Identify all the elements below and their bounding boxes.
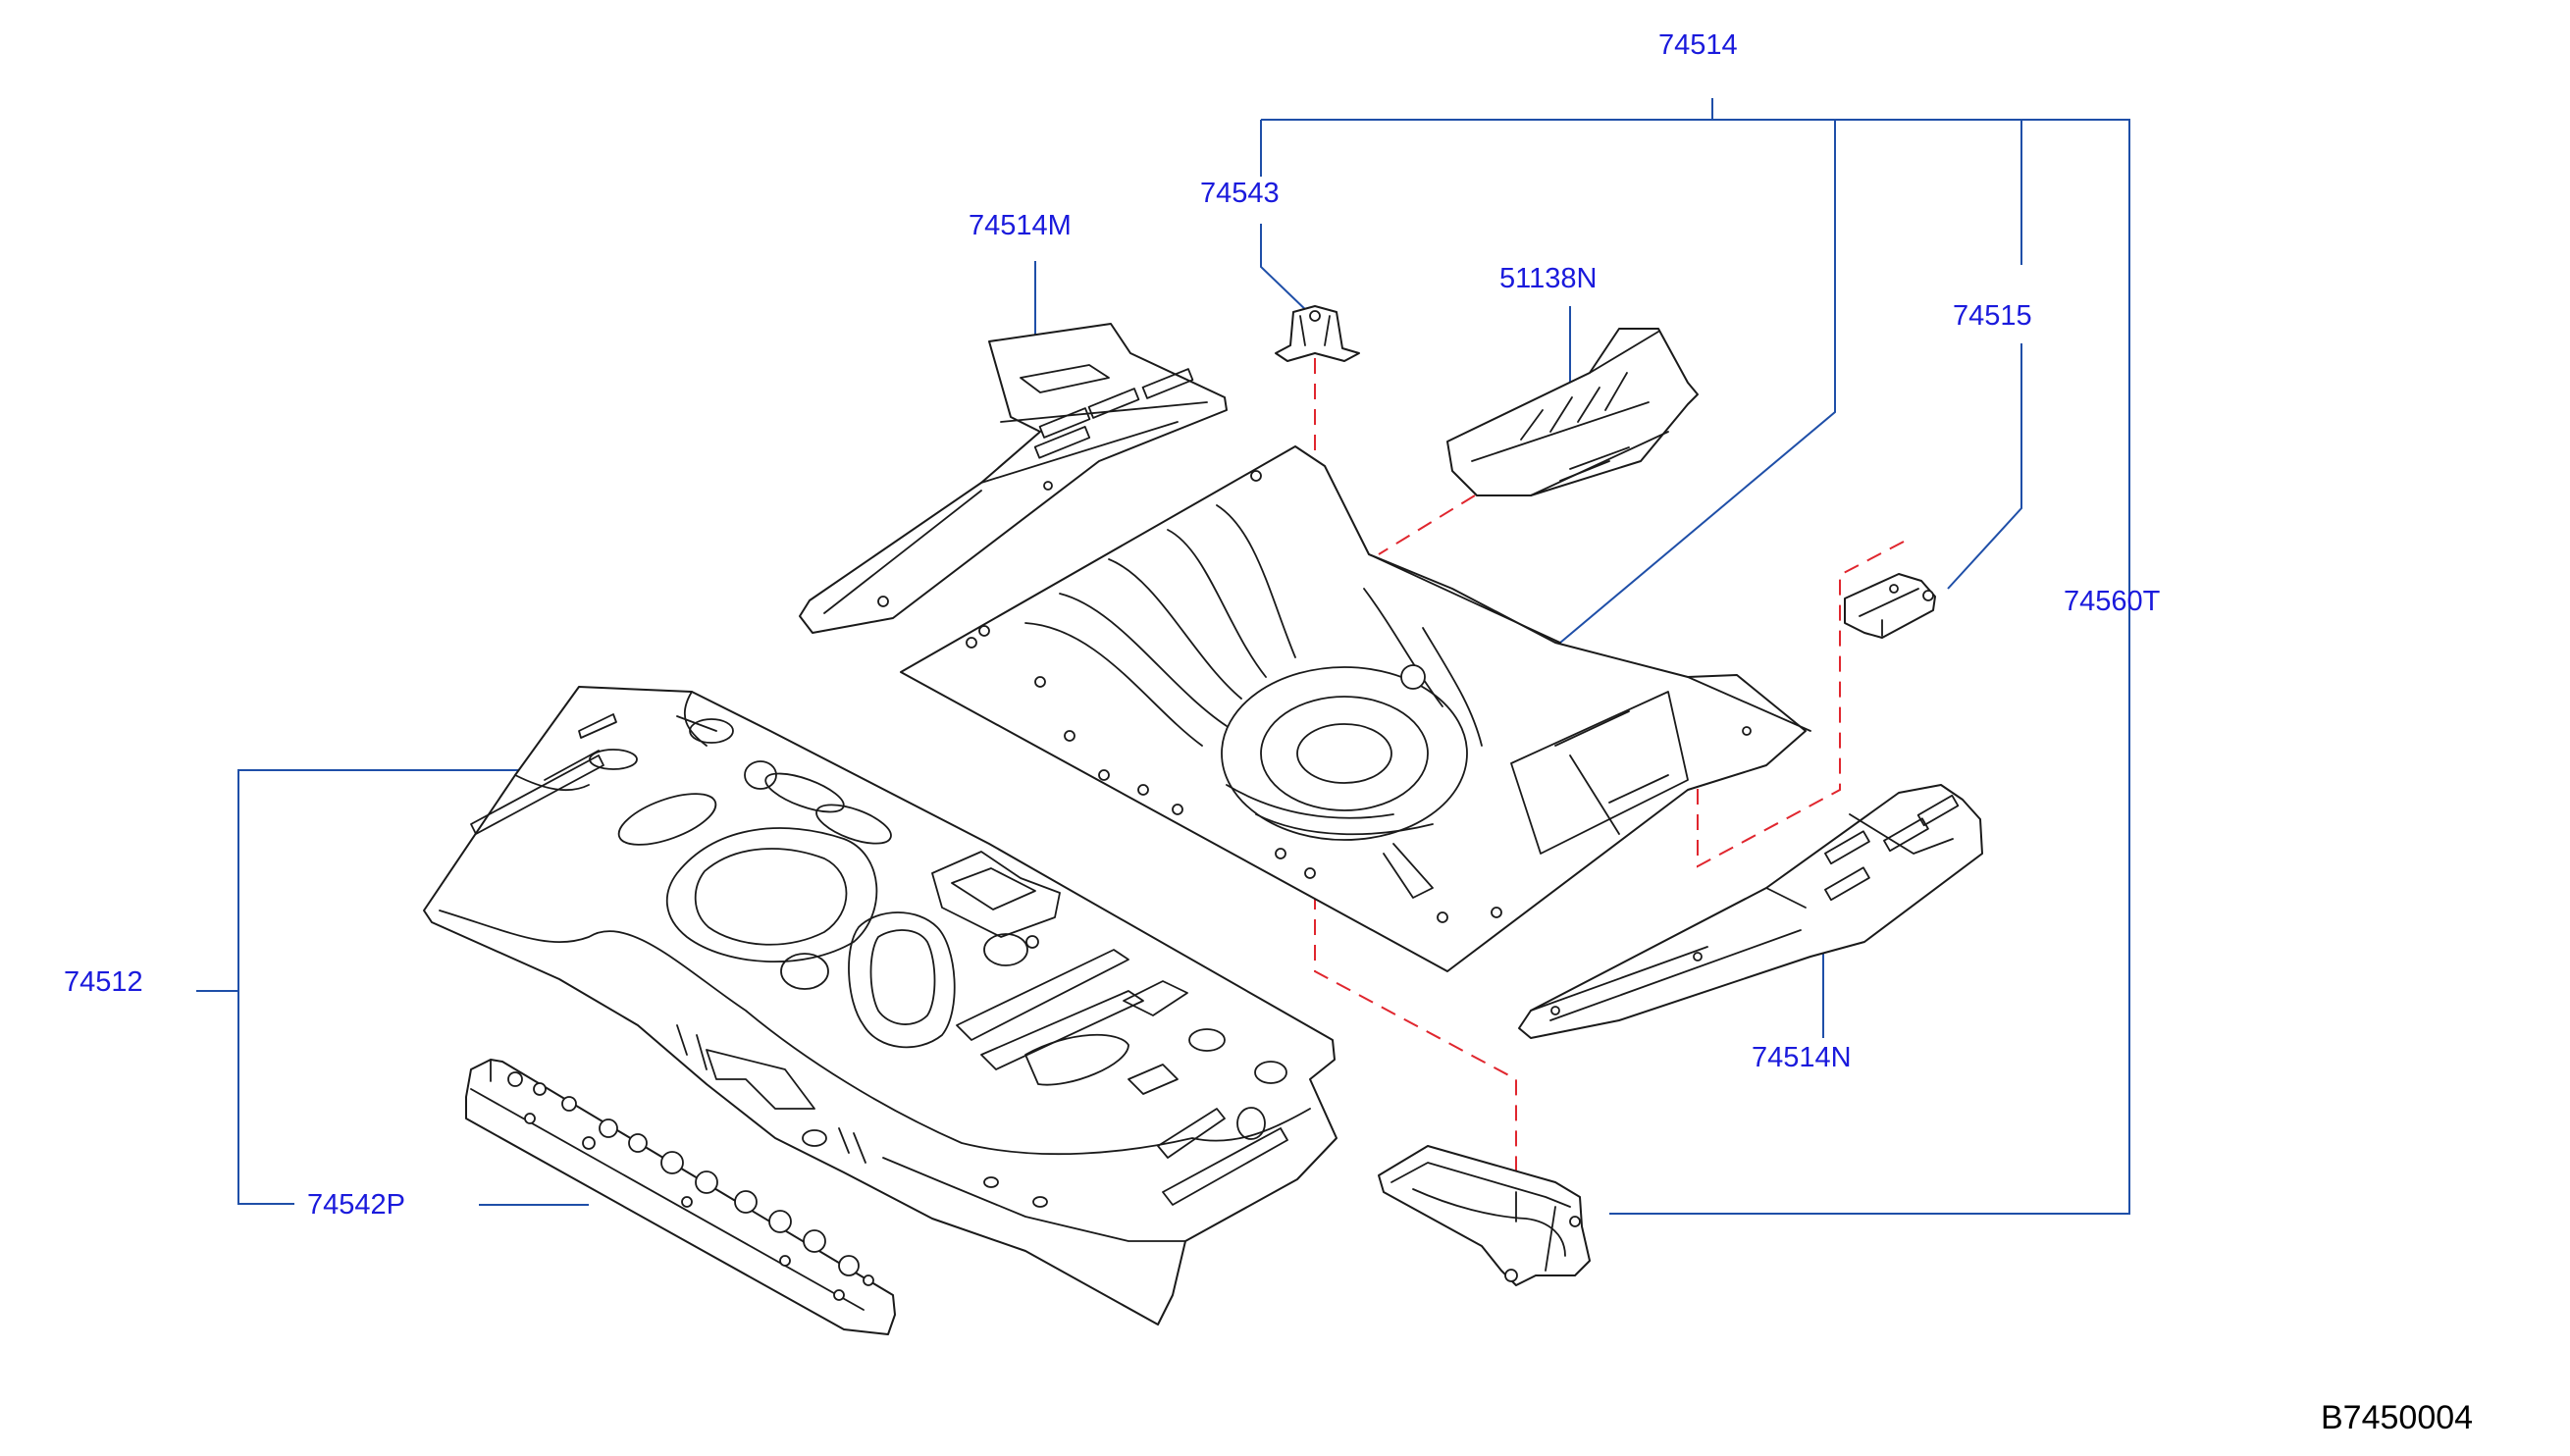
label-74514N: 74514N (1752, 1042, 1852, 1073)
leader-74543 (1260, 120, 1311, 315)
label-74514M: 74514M (969, 210, 1072, 241)
part-74514 (900, 445, 1811, 972)
callout-labels: 74514 74543 74514M 51138N 74515 74560T 7… (64, 29, 2161, 1221)
label-74543: 74543 (1200, 178, 1280, 209)
part-74512 (423, 686, 1337, 1326)
leader-74515 (1947, 120, 2022, 590)
label-74512: 74512 (64, 966, 143, 998)
drawing-number: B7450004 (2321, 1399, 2473, 1436)
leader-74514-bracket (1261, 98, 2130, 1215)
part-74514M (799, 323, 1228, 634)
label-74560T: 74560T (2064, 586, 2161, 617)
part-74515 (1844, 573, 1936, 639)
label-51138N: 51138N (1499, 263, 1597, 294)
dash-51138N (1378, 494, 1476, 555)
part-74560T (1378, 1145, 1591, 1286)
part-74543 (1275, 305, 1360, 362)
leader-74514-to-floor (1559, 120, 1836, 644)
dash-74515 (1697, 541, 1905, 868)
label-74515: 74515 (1953, 300, 2032, 332)
label-74514: 74514 (1658, 29, 1738, 61)
part-51138N (1446, 328, 1699, 496)
part-74542P (465, 1059, 896, 1335)
leader-74512-bracket (196, 769, 520, 1205)
leader-lines (196, 98, 2130, 1215)
label-74542P: 74542P (307, 1189, 405, 1221)
part-74514N (1518, 784, 1983, 1039)
